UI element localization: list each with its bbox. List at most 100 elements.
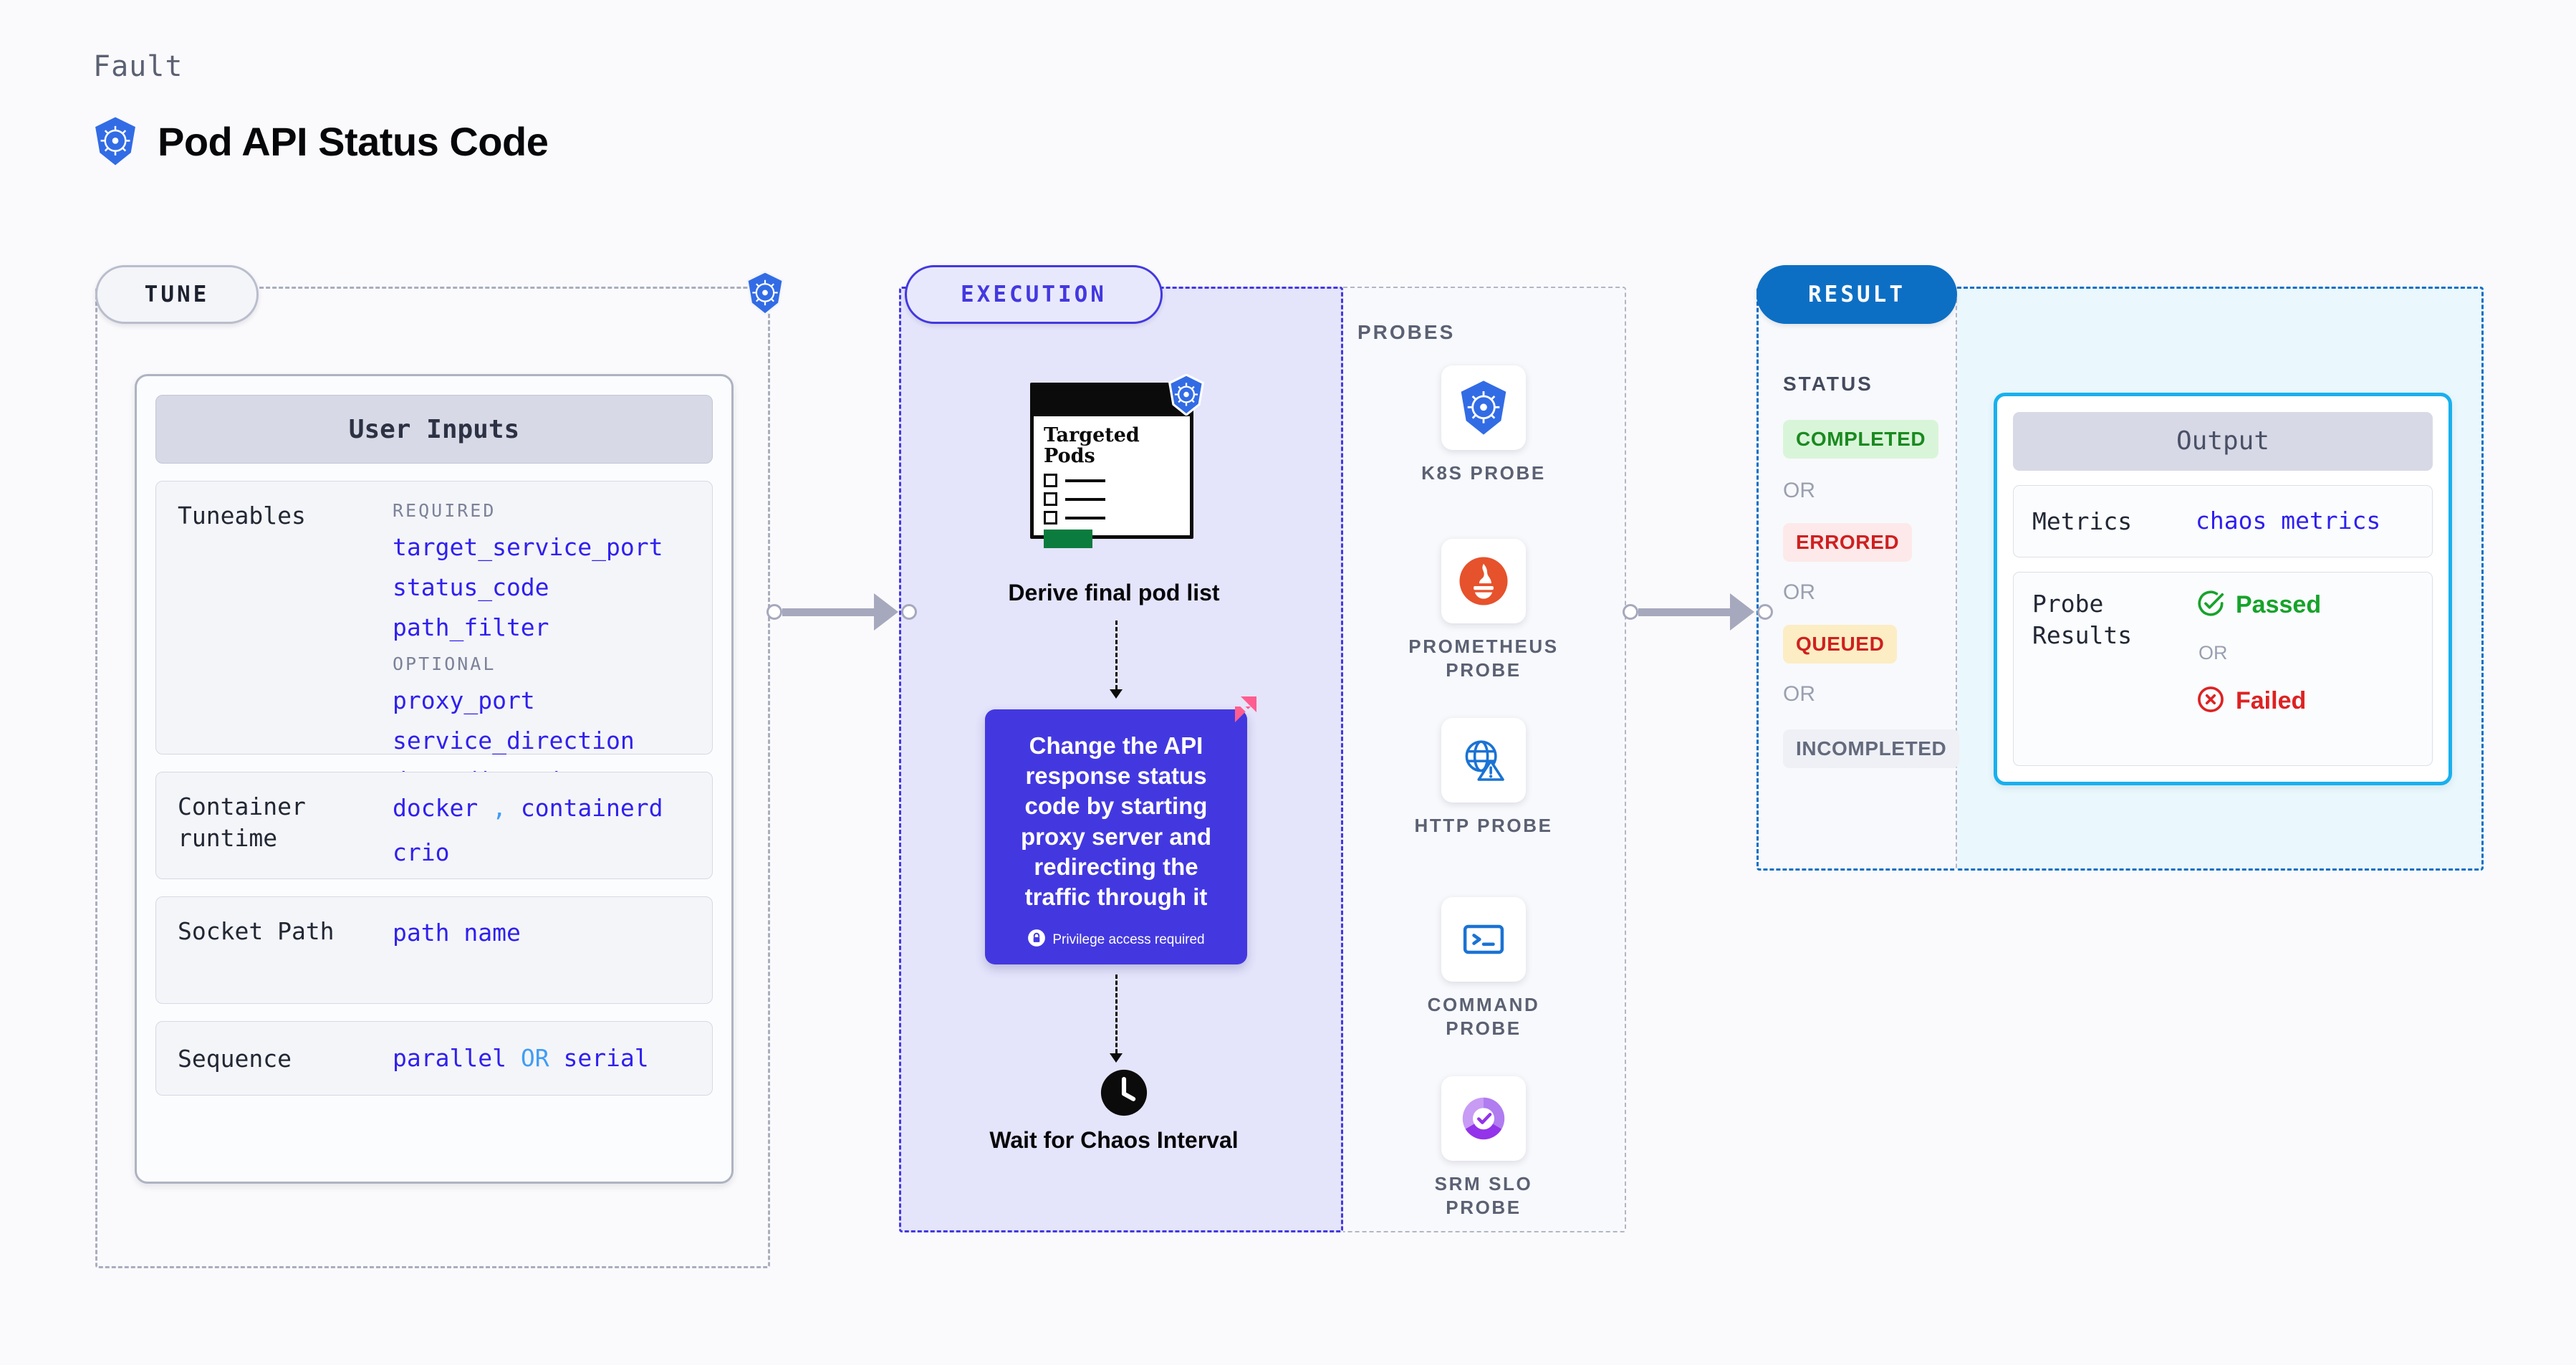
optional-label: OPTIONAL xyxy=(393,653,496,674)
probe-label: SRM SLO PROBE xyxy=(1434,1173,1533,1218)
runtime-separator: , xyxy=(492,794,506,822)
output-card: Output Metrics chaos metrics Probe Resul… xyxy=(1994,393,2452,785)
connector-arrowhead xyxy=(874,593,898,631)
targeted-pods-title: Targeted Pods xyxy=(1044,424,1140,468)
checkbox-icon xyxy=(1044,492,1057,507)
derive-pod-list-caption: Derive final pod list xyxy=(1008,580,1220,605)
metrics-value: chaos metrics xyxy=(2196,507,2381,535)
metrics-label: Metrics xyxy=(2032,507,2133,535)
card-topbar xyxy=(1034,386,1190,416)
runtime-containerd: containerd xyxy=(520,794,663,822)
passed-label: Passed xyxy=(2236,590,2322,618)
metrics-row: Metrics chaos metrics xyxy=(2013,484,2433,557)
output-title: Output xyxy=(2013,412,2433,471)
probe-label: K8S PROBE xyxy=(1421,462,1546,484)
list-line xyxy=(1065,479,1105,482)
tuneables-label: Tuneables xyxy=(178,502,306,530)
status-or-3: OR xyxy=(1783,682,1815,706)
status-or-1: OR xyxy=(1783,479,1815,502)
stage-pill-execution[interactable]: EXECUTION xyxy=(905,265,1163,324)
connector-execution-to-result xyxy=(1623,593,1773,631)
tuneable-target-service-port[interactable]: target_service_port xyxy=(393,533,663,561)
tuneable-proxy-port[interactable]: proxy_port xyxy=(393,686,535,714)
container-runtime-section: Container runtime docker , containerd cr… xyxy=(155,772,713,879)
srm-slo-icon xyxy=(1441,1076,1526,1161)
probe-result-failed: Failed xyxy=(2196,684,2413,718)
flow-arrow-head xyxy=(1110,1053,1123,1063)
probe-result-passed: Passed xyxy=(2196,588,2413,622)
kubernetes-icon xyxy=(1168,373,1205,419)
flow-arrow-line xyxy=(1115,621,1118,689)
socket-path-label: Socket Path xyxy=(178,917,335,945)
tune-region xyxy=(95,287,770,1268)
checkbox-icon xyxy=(1044,474,1057,488)
pod-list-item xyxy=(1044,474,1180,488)
probe-http[interactable]: HTTP PROBE xyxy=(1394,718,1573,838)
status-badge-completed: COMPLETED xyxy=(1783,420,1939,459)
sequence-or: OR xyxy=(520,1044,549,1073)
http-globe-icon xyxy=(1441,718,1526,803)
status-title: STATUS xyxy=(1783,373,1873,395)
page-title-row: Pod API Status Code xyxy=(93,116,549,166)
privilege-label: Privilege access required xyxy=(1052,932,1205,947)
stage-pill-tune[interactable]: TUNE xyxy=(95,265,259,324)
probe-results-row: Probe Results Passed OR xyxy=(2013,571,2433,766)
page-title: Pod API Status Code xyxy=(158,118,549,164)
status-badge-incompleted: INCOMPLETED xyxy=(1783,729,1960,768)
connector-dot xyxy=(1623,604,1638,620)
connector-dot xyxy=(1757,604,1773,620)
status-region xyxy=(1756,287,1957,871)
failed-label: Failed xyxy=(2236,686,2307,714)
action-description: Change the API response status code by s… xyxy=(1021,732,1211,911)
status-badge-queued: QUEUED xyxy=(1783,625,1898,664)
clock-icon xyxy=(1099,1068,1149,1121)
connector-line xyxy=(1638,608,1730,616)
status-badge-errored: ERRORED xyxy=(1783,523,1913,562)
sequence-parallel: parallel xyxy=(393,1044,506,1073)
probe-results-label: Probe Results xyxy=(2032,589,2133,649)
probe-k8s[interactable]: K8S PROBE xyxy=(1394,365,1573,485)
tuneable-path-filter[interactable]: path_filter xyxy=(393,613,549,642)
runtime-docker: docker xyxy=(393,794,479,822)
list-line xyxy=(1065,497,1105,501)
pod-list-item xyxy=(1044,511,1180,525)
terminal-icon xyxy=(1441,897,1526,982)
kubernetes-icon xyxy=(1441,365,1526,450)
tuneable-service-direction[interactable]: service_direction xyxy=(393,726,635,755)
connector-dot xyxy=(901,604,917,620)
probe-label: PROMETHEUS PROBE xyxy=(1408,636,1559,681)
flow-arrow-head xyxy=(1110,689,1123,699)
action-card: Change the API response status code by s… xyxy=(985,709,1247,964)
probes-title: PROBES xyxy=(1357,321,1456,343)
targeted-pods-card: Targeted Pods xyxy=(1030,383,1193,549)
fault-eyebrow: Fault xyxy=(93,50,183,83)
socket-path-value: path name xyxy=(393,919,521,947)
sequence-serial: serial xyxy=(563,1044,649,1073)
user-inputs-title: User Inputs xyxy=(155,395,713,464)
privilege-notice: Privilege access required xyxy=(1027,929,1205,952)
sequence-label: Sequence xyxy=(178,1044,292,1073)
runtime-crio: crio xyxy=(393,838,450,866)
tuneable-status-code[interactable]: status_code xyxy=(393,573,549,602)
x-circle-icon xyxy=(2196,684,2226,718)
kubernetes-icon xyxy=(93,116,138,166)
probe-prometheus[interactable]: PROMETHEUS PROBE xyxy=(1394,539,1573,681)
probe-command[interactable]: COMMAND PROBE xyxy=(1394,897,1573,1040)
tuneables-section: Tuneables REQUIRED target_service_port s… xyxy=(155,481,713,795)
probe-label: COMMAND PROBE xyxy=(1427,994,1540,1039)
connector-line xyxy=(782,608,874,616)
connector-arrowhead xyxy=(1730,593,1754,631)
prometheus-icon xyxy=(1441,539,1526,623)
user-inputs-card: User Inputs Tuneables REQUIRED target_se… xyxy=(135,374,734,1184)
check-circle-icon xyxy=(2196,588,2226,622)
confirm-bar xyxy=(1044,530,1092,549)
container-runtime-label: Container runtime xyxy=(178,792,306,852)
list-line xyxy=(1065,516,1105,519)
probe-srm-slo[interactable]: SRM SLO PROBE xyxy=(1394,1076,1573,1219)
chaos-mark-icon xyxy=(1219,694,1259,737)
stage-pill-result[interactable]: RESULT xyxy=(1756,265,1957,324)
flow-arrow-line xyxy=(1115,974,1118,1053)
checkbox-icon xyxy=(1044,511,1057,525)
connector-tune-to-execution xyxy=(766,593,917,631)
